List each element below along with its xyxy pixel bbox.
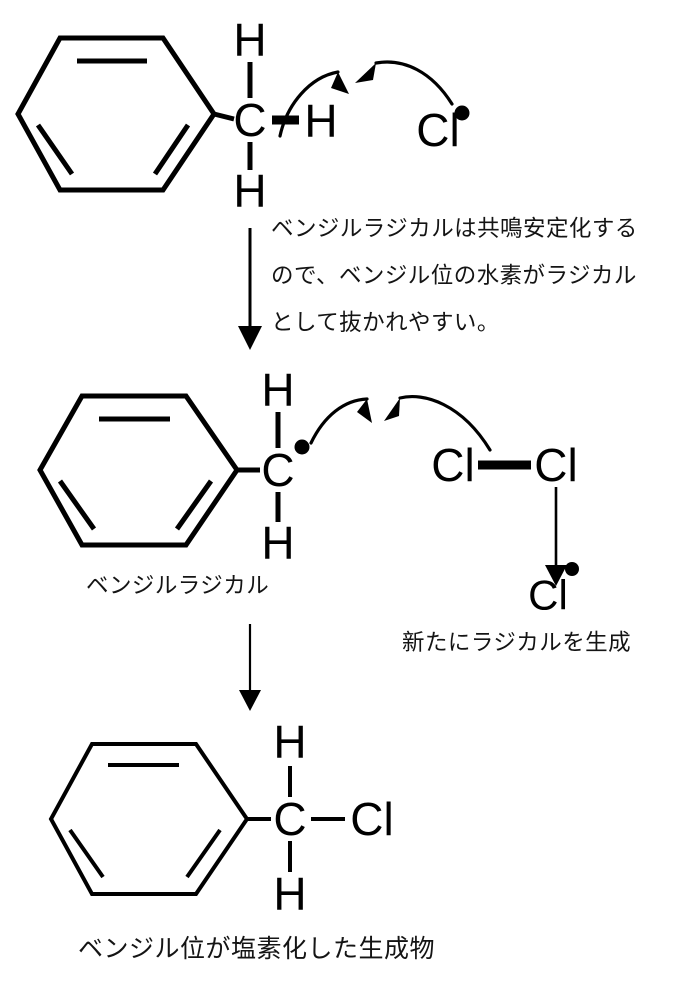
atom-label-hydrogen-bottom-step2: H xyxy=(261,517,294,569)
radical-dot-chlorine-product-step2 xyxy=(565,562,579,576)
fishhook-arrow-from-chlorine-radical xyxy=(355,60,454,106)
reaction-arrow-step2-to-step3 xyxy=(239,624,261,711)
atom-label-hydrogen-bottom-step3: H xyxy=(273,868,306,920)
atom-label-chlorine-radical-product-step2: Cl xyxy=(528,572,568,619)
bond-ring-to-carbon-step1 xyxy=(213,111,235,122)
explanation-line-2: ので、ベンジル位の水素がラジカル xyxy=(271,263,637,288)
fishhook-arrow-from-cl-cl-bond xyxy=(384,395,492,452)
atom-label-chlorine-left-step2: Cl xyxy=(431,439,474,491)
atom-label-chlorine-step3: Cl xyxy=(350,793,393,845)
step3-benzyl-chloride-structure: H C H Cl xyxy=(48,716,394,920)
atom-label-carbon-step1: C xyxy=(233,94,266,146)
atom-label-carbon-step2: C xyxy=(261,444,294,496)
caption-benzylic-chlorinated-product: ベンジル位が塩素化した生成物 xyxy=(78,936,436,963)
radical-dot-chlorine-step1 xyxy=(454,105,470,121)
atom-label-carbon-step3: C xyxy=(273,793,306,845)
atom-label-hydrogen-top-step3: H xyxy=(273,716,306,768)
explanation-line-3: として抜かれやすい。 xyxy=(271,310,500,335)
explanation-line-1: ベンジルラジカルは共鳴安定化する xyxy=(271,216,638,241)
benzene-ring-step3 xyxy=(48,742,250,896)
atom-label-hydrogen-top-step1: H xyxy=(233,14,266,66)
straight-arrow-to-chlorine-radical xyxy=(545,487,567,586)
atom-label-hydrogen-right-step1: H xyxy=(304,95,337,147)
step2-benzyl-radical-structure: H C H Cl Cl Cl xyxy=(37,364,579,619)
fishhook-arrow-from-ch-bond xyxy=(278,70,349,138)
caption-new-radical-generated: 新たにラジカルを生成 xyxy=(402,630,632,655)
caption-benzyl-radical: ベンジルラジカル xyxy=(86,573,270,598)
atom-label-chlorine-step1: Cl xyxy=(416,104,459,156)
radical-dot-benzyl-carbon-step2 xyxy=(294,439,310,455)
fishhook-arrow-from-benzyl-radical xyxy=(309,397,372,445)
atom-label-hydrogen-top-step2: H xyxy=(261,364,294,416)
step1-toluene-structure: H C H H Cl xyxy=(15,14,470,217)
reaction-arrow-step1-to-step2 xyxy=(238,228,262,350)
benzene-ring-step1 xyxy=(15,35,218,193)
atom-label-hydrogen-bottom-step1: H xyxy=(233,165,266,217)
benzene-ring-step2 xyxy=(37,393,241,548)
atom-label-chlorine-right-step2: Cl xyxy=(534,439,577,491)
